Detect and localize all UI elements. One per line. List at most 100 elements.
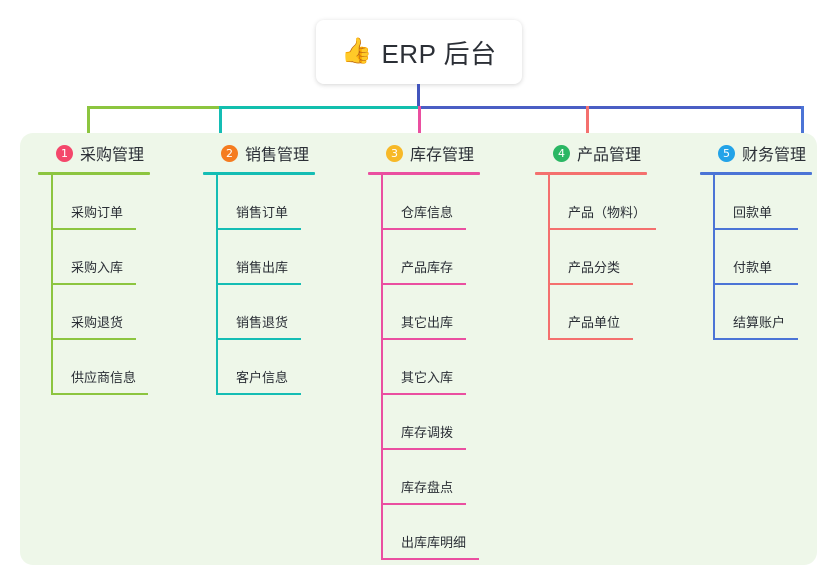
item-rule — [381, 228, 466, 230]
item-rule — [51, 393, 148, 395]
column-products: 4 产品管理 产品（物料） 产品分类 产品单位 — [535, 140, 695, 340]
column-title-5: 财务管理 — [742, 147, 807, 164]
item-label: 其它入库 — [401, 370, 454, 385]
item-label: 仓库信息 — [401, 205, 454, 220]
list-item[interactable]: 其它出库 — [368, 285, 518, 340]
item-rule — [381, 558, 479, 560]
list-item[interactable]: 产品（物料） — [535, 175, 695, 230]
column-items-1: 采购订单 采购入库 采购退货 供应商信息 — [38, 175, 188, 395]
list-item[interactable]: 销售退货 — [203, 285, 353, 340]
item-label: 采购退货 — [71, 315, 124, 330]
column-purchasing: 1 采购管理 采购订单 采购入库 采购退货 供应商信息 — [38, 140, 188, 395]
column-header-rule-2 — [203, 172, 315, 175]
drop-line-col-1 — [87, 106, 90, 145]
list-item[interactable]: 出库库明细 — [368, 505, 518, 560]
item-label: 采购订单 — [71, 205, 124, 220]
item-label: 产品（物料） — [568, 205, 647, 220]
item-label: 供应商信息 — [71, 370, 137, 385]
list-item[interactable]: 库存调拨 — [368, 395, 518, 450]
list-item[interactable]: 供应商信息 — [38, 340, 188, 395]
item-rule — [216, 228, 301, 230]
item-label: 产品分类 — [568, 260, 621, 275]
column-header-rule-4 — [535, 172, 647, 175]
drop-line-col-5 — [801, 106, 804, 145]
column-finance: 5 财务管理 回款单 付款单 结算账户 — [700, 140, 839, 340]
column-badge-2: 2 — [221, 144, 238, 162]
item-rule — [51, 338, 136, 340]
thumbs-up-icon: 👍 — [341, 36, 373, 65]
column-header-3[interactable]: 3 库存管理 — [368, 140, 518, 166]
column-trunk-4 — [548, 175, 550, 340]
item-label: 产品库存 — [401, 260, 454, 275]
item-label: 库存调拨 — [401, 425, 454, 440]
column-items-4: 产品（物料） 产品分类 产品单位 — [535, 175, 695, 340]
item-rule — [548, 228, 656, 230]
drop-line-col-3 — [418, 106, 421, 145]
item-label: 回款单 — [733, 205, 773, 220]
item-rule — [381, 283, 466, 285]
column-trunk-1 — [51, 175, 53, 395]
column-title-4: 产品管理 — [577, 147, 642, 164]
column-trunk-3 — [381, 175, 383, 560]
diagram-panel — [20, 133, 817, 565]
item-label: 出库库明细 — [401, 535, 467, 550]
column-header-2[interactable]: 2 销售管理 — [203, 140, 353, 166]
column-items-2: 销售订单 销售出库 销售退货 客户信息 — [203, 175, 353, 395]
list-item[interactable]: 付款单 — [700, 230, 839, 285]
list-item[interactable]: 结算账户 — [700, 285, 839, 340]
column-title-1: 采购管理 — [80, 147, 145, 164]
item-rule — [381, 393, 466, 395]
column-badge-4: 4 — [553, 144, 570, 162]
root-node-title: ERP 后台 — [381, 38, 497, 69]
item-label: 销售订单 — [236, 205, 289, 220]
item-rule — [216, 338, 301, 340]
bus-segment-3 — [419, 106, 804, 109]
column-title-2: 销售管理 — [245, 147, 310, 164]
item-rule — [713, 338, 798, 340]
item-rule — [381, 503, 466, 505]
list-item[interactable]: 产品分类 — [535, 230, 695, 285]
list-item[interactable]: 采购入库 — [38, 230, 188, 285]
column-header-4[interactable]: 4 产品管理 — [535, 140, 695, 166]
item-rule — [713, 228, 798, 230]
column-badge-1: 1 — [56, 144, 73, 162]
item-label: 结算账户 — [733, 315, 786, 330]
drop-line-col-4 — [586, 106, 589, 145]
item-rule — [216, 393, 301, 395]
list-item[interactable]: 产品库存 — [368, 230, 518, 285]
column-badge-5: 5 — [718, 144, 735, 162]
item-rule — [216, 283, 301, 285]
list-item[interactable]: 采购退货 — [38, 285, 188, 340]
column-trunk-5 — [713, 175, 715, 340]
list-item[interactable]: 回款单 — [700, 175, 839, 230]
item-label: 采购入库 — [71, 260, 124, 275]
list-item[interactable]: 销售出库 — [203, 230, 353, 285]
item-label: 产品单位 — [568, 315, 621, 330]
item-rule — [51, 283, 136, 285]
column-inventory: 3 库存管理 仓库信息 产品库存 其它出库 其它入库 库存调拨 — [368, 140, 518, 560]
list-item[interactable]: 采购订单 — [38, 175, 188, 230]
root-node-card[interactable]: 👍 ERP 后台 — [316, 20, 522, 84]
list-item[interactable]: 客户信息 — [203, 340, 353, 395]
item-rule — [51, 228, 136, 230]
item-label: 其它出库 — [401, 315, 454, 330]
column-sales: 2 销售管理 销售订单 销售出库 销售退货 客户信息 — [203, 140, 353, 395]
list-item[interactable]: 库存盘点 — [368, 450, 518, 505]
list-item[interactable]: 其它入库 — [368, 340, 518, 395]
bus-segment-1 — [87, 106, 219, 109]
column-header-rule-3 — [368, 172, 480, 175]
item-label: 销售退货 — [236, 315, 289, 330]
list-item[interactable]: 仓库信息 — [368, 175, 518, 230]
bus-segment-2 — [219, 106, 419, 109]
list-item[interactable]: 销售订单 — [203, 175, 353, 230]
list-item[interactable]: 产品单位 — [535, 285, 695, 340]
item-rule — [713, 283, 798, 285]
column-header-rule-5 — [700, 172, 812, 175]
item-label: 客户信息 — [236, 370, 289, 385]
item-rule — [381, 448, 466, 450]
column-items-3: 仓库信息 产品库存 其它出库 其它入库 库存调拨 库存盘点 — [368, 175, 518, 560]
item-rule — [548, 283, 633, 285]
column-header-1[interactable]: 1 采购管理 — [38, 140, 188, 166]
column-header-5[interactable]: 5 财务管理 — [700, 140, 839, 166]
